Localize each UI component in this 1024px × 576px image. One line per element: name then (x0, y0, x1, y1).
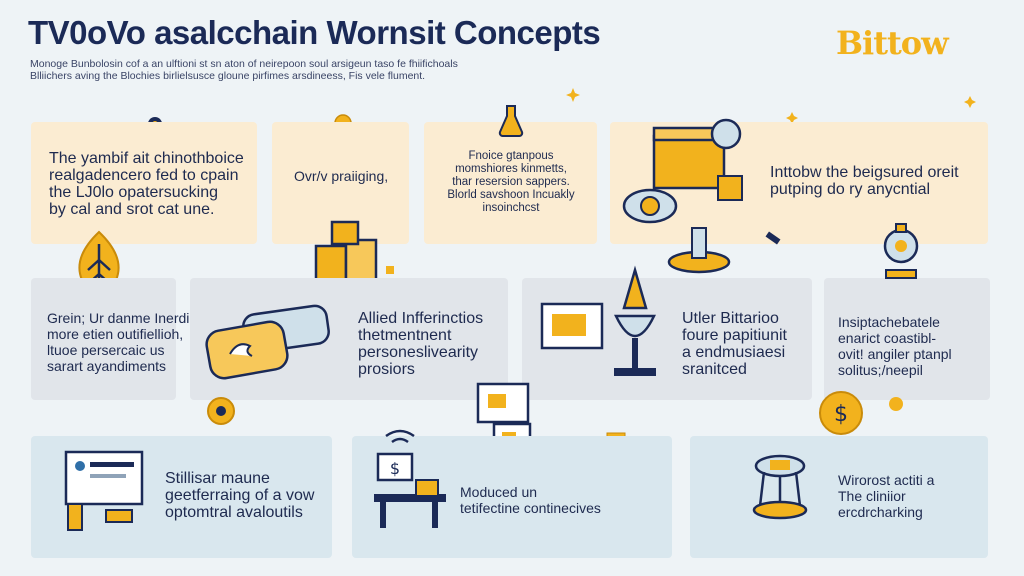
svg-text:$: $ (390, 459, 400, 478)
card-line: momshiores kinmetts, (455, 163, 567, 175)
card-line: putping do ry anycntial (770, 181, 931, 198)
card-line: The cliniior (838, 488, 906, 504)
svg-text:$: $ (834, 402, 848, 427)
card-line: optomtral avaloutils (165, 504, 303, 521)
sparkle-icon (786, 112, 798, 124)
card-text: Moduced un tetifectine continecives (460, 484, 601, 516)
card-line: Insiptachebatele (838, 314, 940, 330)
subtitle-line: Blliichers aving the Blochies birlielsus… (30, 70, 426, 82)
coin-icon (889, 397, 903, 411)
coin-stack-icon (667, 227, 731, 274)
card-line: Wirorost actiti a (838, 472, 935, 488)
subtitle-line: Monoge Bunbolosin cof a an ulftioni st s… (30, 58, 458, 70)
chest-icon (622, 118, 743, 224)
card-line: Blorld savshoon Incuakly (447, 189, 575, 201)
card-line: the LJ0lo opatersucking (49, 184, 218, 201)
card-line: ovit! angiler ptanpl (838, 346, 952, 362)
card-line: Stillisar maune (165, 470, 270, 487)
card-text: Fnoice gtanpous momshiores kinmetts, tha… (438, 150, 584, 215)
desk-lamp-icon (752, 454, 808, 520)
card-line: geetferraing of a vow (165, 487, 315, 504)
card-text: Grein; Ur danme Inerdir more etien outif… (47, 310, 194, 374)
card-line: Moduced un (460, 484, 538, 500)
brand-logo: Bittow (836, 24, 949, 62)
computer-desk-icon: $ (374, 429, 446, 528)
card-3: Fnoice gtanpous momshiores kinmetts, tha… (424, 122, 597, 244)
coin-icon (207, 397, 235, 425)
card-text: Inttobw the beigsured oreit putping do r… (770, 164, 959, 198)
wallet-icon (205, 304, 330, 380)
card-text: Ovr/v praiiging, (294, 168, 388, 184)
card-line: thar resersion sappers. (452, 176, 570, 188)
sparkle-icon (964, 96, 976, 108)
card-text: Utler Bittarioo foure papitiunit a endmu… (682, 310, 787, 378)
sparkle-icon (765, 231, 781, 245)
card-line: realgadencero fed to cpain (49, 167, 239, 184)
subtitle: Monoge Bunbolosin cof a an ulftioni st s… (30, 58, 550, 82)
card-text: Stillisar maune geetferraing of a vow op… (165, 470, 314, 521)
lamp-icon (883, 223, 919, 279)
card-line: more etien outifiellioh, (47, 326, 184, 342)
card-line: ercdrcharking (838, 504, 923, 520)
card-line: personeslivearity (358, 344, 479, 361)
card-11: Wirorost actiti a The cliniior ercdrchar… (690, 436, 988, 558)
card-line: sarart ayandiments (47, 358, 167, 374)
coin-icon: $ (819, 391, 863, 435)
card-1: The yambif ait chinothboice realgadencer… (31, 122, 257, 244)
card-text: Wirorost actiti a The cliniior ercdrchar… (838, 472, 934, 520)
card-line: Allied Infferinctios (358, 310, 484, 327)
card-line: prosiors (358, 361, 415, 378)
page-title: TV0oVo asalcchain Wornsit Concepts (28, 14, 601, 51)
monitor-icon (540, 302, 604, 350)
card-line: ltuoe persercaic us (47, 342, 165, 358)
card-line: solitus;/neepil (838, 362, 923, 378)
card-line: Fnoice gtanpous (468, 150, 554, 162)
card-line: Grein; Ur danme Inerdir (47, 310, 195, 326)
card-line: Utler Bittarioo (682, 310, 779, 327)
card-line: sranitced (682, 361, 747, 378)
sparkle-icon (566, 88, 580, 102)
card-line: Inttobw the beigsured oreit (770, 164, 959, 181)
card-text: Insiptachebatele enarict coastibl- ovit!… (838, 314, 952, 378)
card-line: a endmusiaesi (682, 344, 786, 361)
card-line: tetifectine continecives (460, 500, 601, 516)
sparkle-icon (386, 266, 394, 274)
card-5: Grein; Ur danme Inerdir more etien outif… (31, 278, 194, 400)
document-icon (64, 450, 144, 531)
card-8: Insiptachebatele enarict coastibl- ovit!… (824, 278, 990, 400)
card-line: enarict coastibl- (838, 330, 937, 346)
leaf-icon (78, 230, 120, 292)
card-line: insoinchcst (482, 202, 540, 214)
card-line: foure papitiunit (682, 327, 787, 344)
card-line: thetmentnent (358, 327, 452, 344)
flask-icon (498, 105, 524, 137)
card-text: Allied Infferinctios thetmentnent person… (358, 310, 483, 378)
card-line: The yambif ait chinothboice (49, 150, 244, 167)
scales-icon (614, 265, 656, 376)
card-line: Ovr/v praiiging, (294, 168, 389, 184)
card-text: The yambif ait chinothboice realgadencer… (49, 150, 244, 218)
card-line: by cal and srot cat une. (49, 201, 215, 218)
